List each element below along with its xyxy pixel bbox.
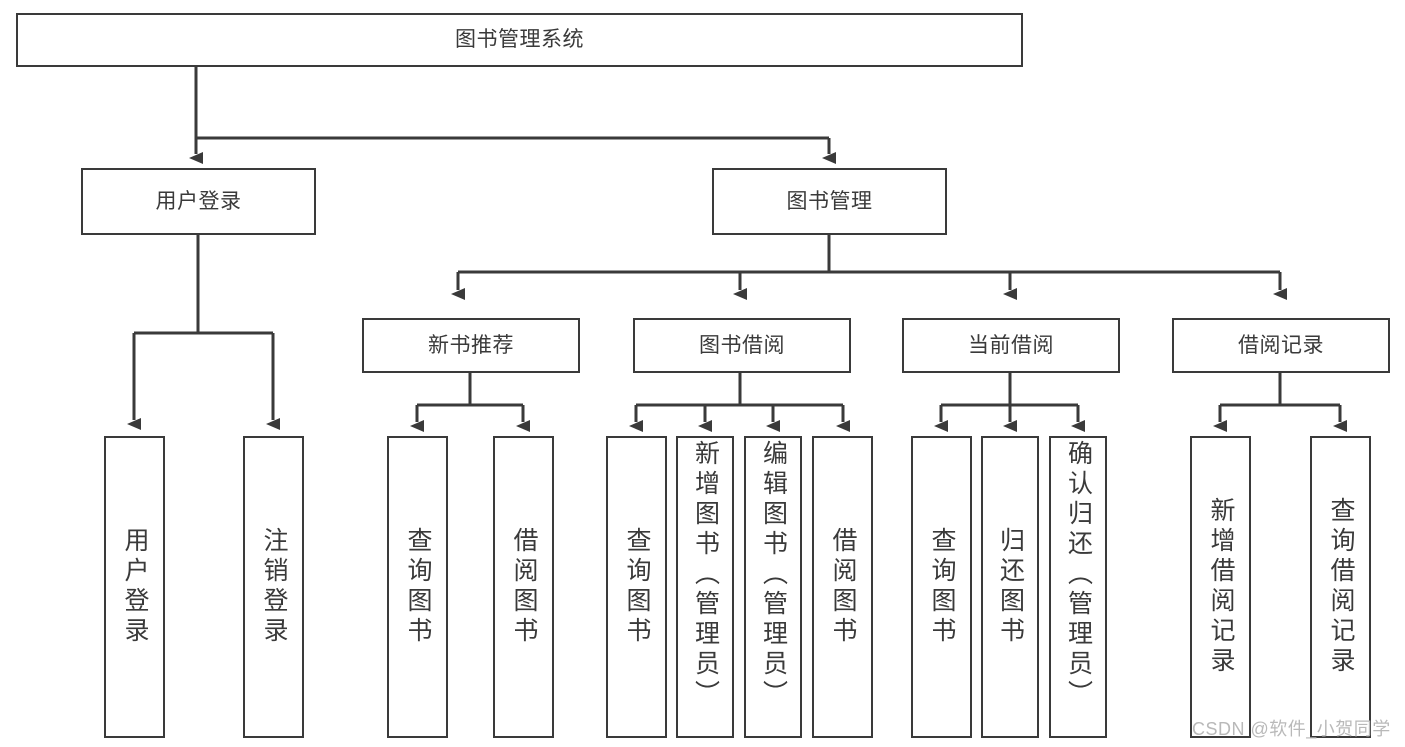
leaf-add-book-admin[interactable]: 新增图书（管理员） xyxy=(676,436,734,738)
leaf-query-book-recommend[interactable]: 查询图书 xyxy=(387,436,448,738)
node-label: 新书推荐 xyxy=(428,333,514,357)
leaf-confirm-return-admin[interactable]: 确认归还（管理员） xyxy=(1049,436,1107,738)
leaf-return-book[interactable]: 归还图书 xyxy=(981,436,1039,738)
node-label: 用户登录 xyxy=(121,527,149,647)
node-borrow-record[interactable]: 借阅记录 xyxy=(1172,318,1390,373)
node-label: 借阅记录 xyxy=(1238,333,1324,357)
node-label: 图书借阅 xyxy=(699,333,785,357)
node-current-borrow[interactable]: 当前借阅 xyxy=(902,318,1120,373)
node-label: 查询图书 xyxy=(928,527,956,647)
leaf-edit-book-admin[interactable]: 编辑图书（管理员） xyxy=(744,436,802,738)
node-label: 新增图书（管理员） xyxy=(691,440,720,710)
leaf-user-login[interactable]: 用户登录 xyxy=(104,436,165,738)
node-label: 用户登录 xyxy=(155,189,242,213)
node-label: 新增借阅记录 xyxy=(1207,497,1235,677)
leaf-query-book-current[interactable]: 查询图书 xyxy=(911,436,972,738)
leaf-logout[interactable]: 注销登录 xyxy=(243,436,304,738)
node-label: 借阅图书 xyxy=(510,527,538,647)
node-label: 当前借阅 xyxy=(968,333,1054,357)
leaf-query-borrow-record[interactable]: 查询借阅记录 xyxy=(1310,436,1371,738)
node-user-login[interactable]: 用户登录 xyxy=(81,168,316,235)
node-root-book-management-system[interactable]: 图书管理系统 xyxy=(16,13,1023,67)
node-label: 查询图书 xyxy=(623,527,651,647)
leaf-borrow-book[interactable]: 借阅图书 xyxy=(812,436,873,738)
leaf-add-borrow-record[interactable]: 新增借阅记录 xyxy=(1190,436,1251,738)
node-book-management[interactable]: 图书管理 xyxy=(712,168,947,235)
node-label: 编辑图书（管理员） xyxy=(759,440,788,710)
node-label: 查询借阅记录 xyxy=(1327,497,1355,677)
node-label: 借阅图书 xyxy=(829,527,857,647)
node-label: 归还图书 xyxy=(996,527,1025,647)
node-label: 图书管理系统 xyxy=(455,28,584,52)
leaf-borrow-book-recommend[interactable]: 借阅图书 xyxy=(493,436,554,738)
node-label: 注销登录 xyxy=(260,527,288,647)
node-book-borrow[interactable]: 图书借阅 xyxy=(633,318,851,373)
node-label: 图书管理 xyxy=(786,189,873,213)
leaf-query-book-borrow[interactable]: 查询图书 xyxy=(606,436,667,738)
node-label: 查询图书 xyxy=(404,527,432,647)
node-new-book-recommend[interactable]: 新书推荐 xyxy=(362,318,580,373)
node-label: 确认归还（管理员） xyxy=(1064,440,1093,710)
